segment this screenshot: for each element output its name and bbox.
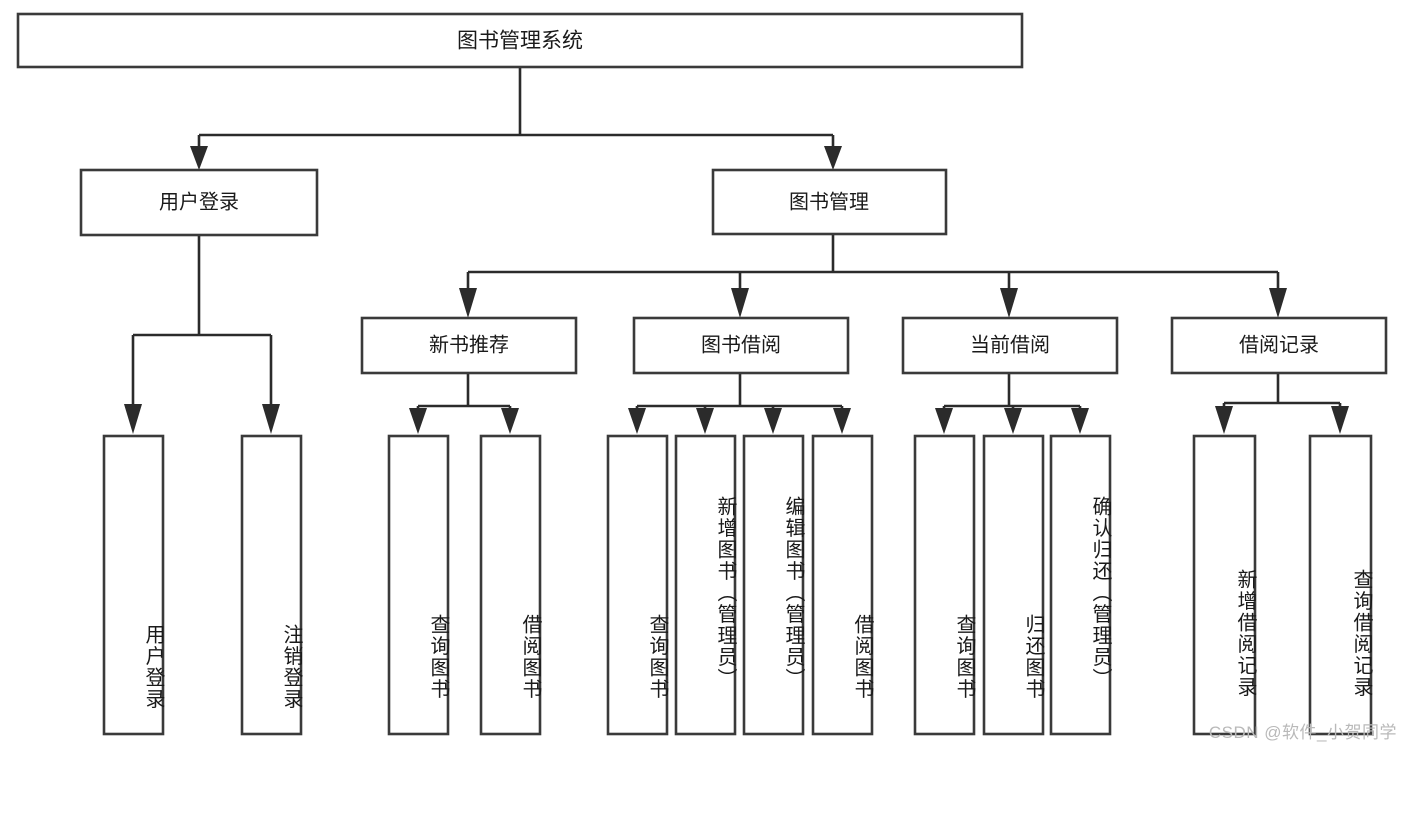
arrowhead-newbook-leaf-1 — [409, 408, 427, 434]
leaf-newbook-query-box[interactable] — [387, 434, 450, 736]
arrowhead-newbook-leaf-2 — [501, 408, 519, 434]
watermark-text: CSDN @软件_小贺同学 — [1208, 723, 1397, 742]
node-current-borrow-box[interactable] — [901, 316, 1119, 375]
arrowhead-new-book-recommend — [459, 288, 477, 318]
node-layer: 图书管理系统 用户登录 图书管理 新书推荐 图书借阅 当前借阅 借阅记录 — [16, 12, 1388, 736]
leaf-logout-box[interactable] — [240, 434, 303, 736]
arrowhead-book-borrow — [731, 288, 749, 318]
arrowhead-borrow-record — [1269, 288, 1287, 318]
arrowhead-leaf-logout — [262, 404, 280, 434]
node-book-borrow-box[interactable] — [632, 316, 850, 375]
node-new-book-recommend-label: 新书推荐 — [429, 333, 509, 356]
node-borrow-record-label: 借阅记录 — [1239, 333, 1319, 356]
leaf-user-login-box[interactable] — [102, 434, 165, 736]
leaf-currentborrow-query-box[interactable] — [913, 434, 976, 736]
leaf-borrowrecord-add-box[interactable] — [1192, 434, 1257, 736]
leaf-borrowrecord-query-box[interactable] — [1308, 434, 1373, 736]
arrowhead-leaf-user-login — [124, 404, 142, 434]
arrowhead-bookborrow-leaf-4 — [833, 408, 851, 434]
leaf-bookborrow-edit-box[interactable] — [742, 434, 805, 736]
diagram-canvas: 图书管理系统 用户登录 图书管理 新书推荐 图书借阅 当前借阅 借阅记录 — [16, 12, 1397, 742]
node-user-login-label: 用户登录 — [159, 190, 239, 213]
node-borrow-record-box[interactable] — [1170, 316, 1388, 375]
arrowhead-borrowrecord-leaf-1 — [1215, 406, 1233, 434]
leaf-bookborrow-query-box[interactable] — [606, 434, 669, 736]
arrowhead-book-manage — [824, 146, 842, 170]
arrowhead-bookborrow-leaf-1 — [628, 408, 646, 434]
arrowhead-borrowrecord-leaf-2 — [1331, 406, 1349, 434]
arrowhead-current-borrow — [1000, 288, 1018, 318]
node-book-manage-box[interactable] — [711, 168, 948, 236]
node-root-label: 图书管理系统 — [457, 30, 583, 53]
arrowhead-currentborrow-leaf-1 — [935, 408, 953, 434]
arrowhead-bookborrow-leaf-2 — [696, 408, 714, 434]
connector-layer — [124, 67, 1349, 434]
leaf-currentborrow-return-box[interactable] — [982, 434, 1045, 736]
node-book-borrow-label: 图书借阅 — [701, 333, 781, 356]
arrowhead-currentborrow-leaf-3 — [1071, 408, 1089, 434]
node-root-box[interactable] — [16, 12, 1024, 69]
arrowhead-user-login — [190, 146, 208, 170]
leaf-bookborrow-borrow-box[interactable] — [811, 434, 874, 736]
node-book-manage-label: 图书管理 — [789, 190, 869, 213]
leaf-bookborrow-add-box[interactable] — [674, 434, 737, 736]
node-current-borrow-label: 当前借阅 — [970, 333, 1050, 356]
leaf-currentborrow-confirm-box[interactable] — [1049, 434, 1112, 736]
arrowhead-currentborrow-leaf-2 — [1004, 408, 1022, 434]
node-new-book-recommend-box[interactable] — [360, 316, 578, 375]
leaf-newbook-borrow-box[interactable] — [479, 434, 542, 736]
arrowhead-bookborrow-leaf-3 — [764, 408, 782, 434]
diagram-svg: 图书管理系统 用户登录 图书管理 新书推荐 图书借阅 当前借阅 借阅记录 — [16, 12, 1388, 736]
node-user-login-box[interactable] — [79, 168, 319, 237]
